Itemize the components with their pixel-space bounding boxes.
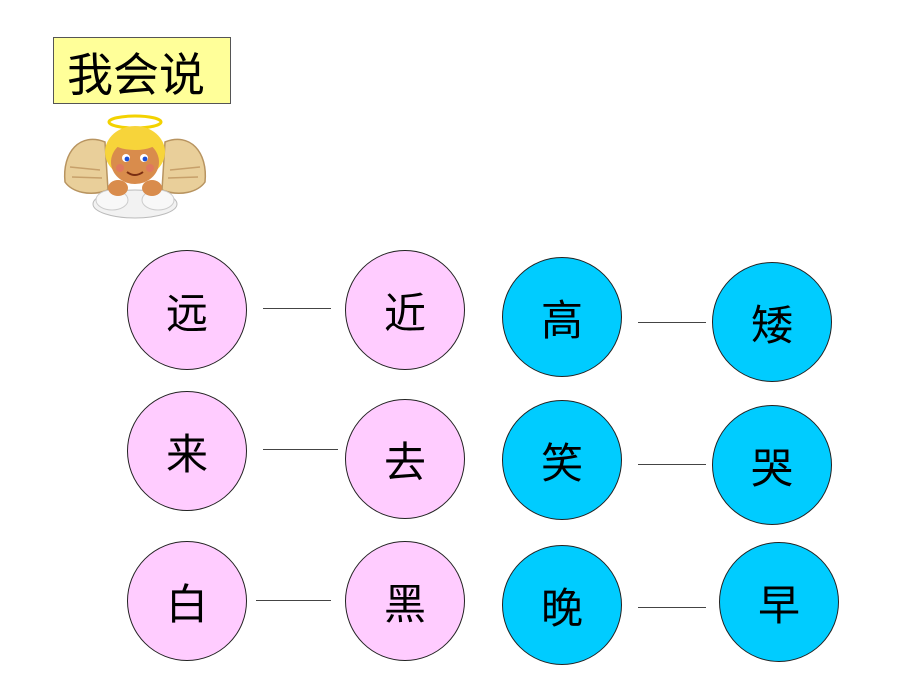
antonym-circle: 矮 [712, 262, 832, 382]
connector-line [638, 322, 706, 323]
page-title: 我会说 [67, 48, 205, 102]
antonym-circle: 去 [345, 399, 465, 519]
antonym-circle: 哭 [712, 405, 832, 525]
antonym-circle: 笑 [502, 400, 622, 520]
character-label: 来 [165, 429, 208, 479]
angel-icon [63, 114, 207, 219]
antonym-circle: 白 [127, 541, 247, 661]
character-label: 矮 [750, 300, 793, 350]
antonym-circle: 来 [127, 391, 247, 511]
antonym-circle: 晚 [502, 545, 622, 665]
connector-line [638, 464, 706, 465]
connector-line [256, 600, 331, 601]
connector-line [263, 449, 338, 450]
character-label: 高 [540, 295, 583, 345]
connector-line [638, 607, 706, 608]
character-label: 远 [165, 288, 208, 338]
character-label: 哭 [750, 443, 793, 493]
character-label: 白 [165, 579, 208, 629]
character-label: 早 [757, 580, 800, 630]
character-label: 近 [383, 288, 426, 338]
character-label: 黑 [383, 579, 426, 629]
character-label: 去 [383, 437, 426, 487]
title-box: 我会说 [53, 37, 231, 104]
antonym-circle: 高 [502, 257, 622, 377]
antonym-circle: 黑 [345, 541, 465, 661]
connector-line [263, 308, 331, 309]
character-label: 晚 [540, 583, 583, 633]
character-label: 笑 [540, 438, 583, 488]
antonym-circle: 近 [345, 250, 465, 370]
antonym-circle: 远 [127, 250, 247, 370]
antonym-circle: 早 [719, 542, 839, 662]
